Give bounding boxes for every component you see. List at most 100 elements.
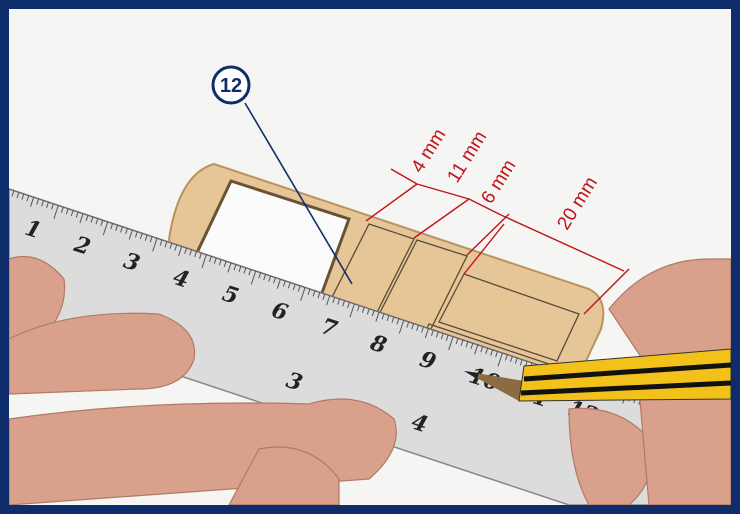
- ruler-tick: [213, 257, 217, 264]
- ruler-tick: [317, 292, 321, 299]
- ruler-tick: [110, 223, 114, 230]
- ruler-tick: [139, 233, 143, 240]
- ruler-tick: [199, 252, 202, 259]
- ruler-tick: [361, 306, 365, 313]
- ruler-cm-label: 2: [70, 231, 94, 261]
- ruler-tick: [440, 333, 444, 340]
- ruler-tick: [465, 341, 469, 348]
- ruler-tick: [70, 210, 74, 217]
- ruler-tick: [391, 316, 395, 323]
- ruler-tick: [366, 308, 370, 315]
- ruler-tick: [243, 267, 247, 274]
- ruler-tick: [297, 285, 301, 292]
- ruler-tick: [227, 262, 232, 273]
- ruler-tick: [258, 272, 262, 279]
- ruler-tick: [505, 354, 508, 361]
- ruler-cm-label: 5: [219, 280, 242, 309]
- ruler-tick: [36, 198, 40, 205]
- left-hand: [9, 255, 397, 505]
- ruler-tick: [342, 300, 346, 307]
- ruler-tick: [514, 357, 518, 364]
- ruler-tick: [65, 208, 69, 215]
- ruler-tick: [398, 320, 405, 334]
- ruler-tick: [509, 356, 513, 363]
- ruler-tick: [292, 283, 296, 290]
- ruler-tick: [11, 190, 15, 197]
- ruler-tick: [79, 213, 84, 224]
- ruler-tick: [406, 321, 410, 328]
- ruler-tick: [90, 216, 94, 223]
- ruler-tick: [300, 287, 306, 301]
- ruler-tick: [263, 274, 267, 281]
- ruler-tick: [421, 326, 424, 333]
- ruler-tick: [448, 336, 454, 351]
- ruler-tick: [332, 297, 336, 304]
- ruler-tick: [233, 264, 237, 271]
- ruler-tick: [282, 280, 286, 287]
- ruler-tick: [125, 228, 128, 235]
- ruler-tick: [435, 331, 439, 338]
- ruler-tick: [312, 290, 316, 297]
- ruler-tick: [375, 311, 380, 322]
- ruler-tick: [53, 205, 59, 219]
- ruler-tick: [322, 293, 326, 300]
- ruler-tick: [519, 359, 523, 366]
- ruler-tick: [100, 220, 104, 227]
- ruler-tick: [250, 270, 257, 285]
- ruler-tick: [174, 244, 178, 251]
- ruler-tick: [201, 254, 207, 269]
- ruler-tick: [431, 329, 434, 336]
- ruler-tick: [184, 247, 188, 254]
- ruler-tick: [460, 339, 464, 346]
- part-callout-number: 12: [220, 75, 242, 97]
- ruler-tick: [51, 203, 54, 210]
- ruler-tick: [149, 236, 153, 243]
- ruler-cm-label: 1: [22, 215, 45, 244]
- engraved-rect-3: [438, 273, 580, 362]
- ruler-tick: [411, 323, 415, 330]
- ruler-tick: [169, 242, 173, 249]
- ruler-tick: [134, 231, 138, 238]
- ruler-tick: [120, 226, 123, 233]
- ruler-tick: [386, 315, 390, 322]
- ruler-tick: [396, 318, 400, 325]
- ruler-cm-label: 8: [366, 329, 390, 359]
- ruler-tick: [381, 313, 385, 320]
- callout-leader-line: [244, 102, 353, 285]
- part-callout-circle: [211, 65, 251, 105]
- ruler-tick: [497, 352, 503, 367]
- ruler-tick: [490, 349, 494, 356]
- ruler-tick: [424, 328, 429, 339]
- ruler-tick: [46, 201, 49, 208]
- right-hand: [568, 258, 731, 505]
- ruler-tick: [223, 261, 227, 268]
- ruler-tick: [30, 197, 35, 207]
- ruler-tick: [356, 305, 360, 312]
- ruler-tick: [178, 246, 183, 257]
- ruler-tick: [276, 279, 281, 289]
- ruler-tick: [485, 347, 489, 354]
- ruler-tick: [416, 324, 420, 331]
- ruler-tick: [164, 241, 168, 248]
- ruler-tick: [495, 351, 498, 358]
- ruler-tick: [60, 206, 64, 213]
- ruler-cm-label: 3: [120, 248, 143, 277]
- ruler-tick: [268, 275, 272, 282]
- ruler-tick: [208, 256, 212, 263]
- ruler-cm-label: 6: [268, 297, 291, 326]
- ruler-tick: [371, 310, 375, 317]
- ruler-tick: [287, 282, 291, 289]
- ruler-cm-label: 9: [416, 346, 439, 375]
- ruler-tick: [455, 338, 459, 345]
- ruler-tick: [21, 193, 25, 200]
- ruler-tick: [41, 200, 45, 207]
- ruler-tick: [16, 192, 20, 199]
- ruler-tick: [152, 238, 158, 252]
- ruler-tick: [189, 249, 193, 256]
- ruler-tick: [326, 295, 331, 306]
- ruler-tick: [144, 234, 148, 241]
- pencil: [464, 348, 731, 402]
- ruler-tick: [273, 277, 276, 284]
- ruler-tick: [159, 239, 163, 246]
